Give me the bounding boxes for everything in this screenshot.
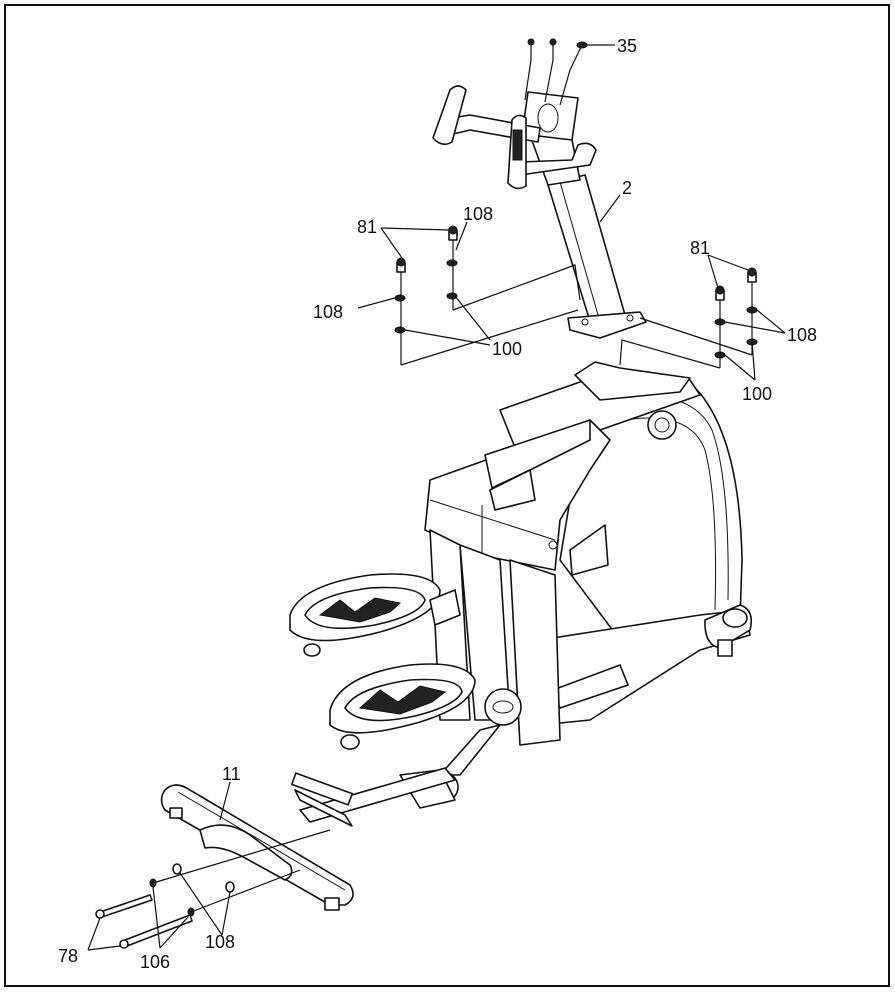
callout-100-right: 100 (742, 384, 772, 404)
bolts-35 (524, 38, 588, 106)
callout-108-left-top: 108 (463, 204, 493, 224)
callout-108-right: 108 (787, 325, 817, 345)
handlebar-right (507, 114, 597, 190)
callout-108-left: 108 (313, 302, 343, 322)
diagram-frame (4, 4, 890, 987)
pedal-left (289, 573, 461, 657)
front-stabilizer-part-11 (160, 784, 354, 911)
pedal-right (329, 663, 476, 750)
callout-2: 2 (622, 178, 632, 198)
callout-78: 78 (58, 946, 78, 966)
callout-81-right: 81 (690, 238, 710, 258)
front-rail (290, 767, 456, 827)
hardware-right-group (619, 267, 758, 369)
hardware-left-group (394, 225, 581, 366)
callout-106: 106 (140, 952, 170, 972)
callout-35: 35 (617, 36, 637, 56)
callout-81-left: 81 (357, 217, 377, 237)
main-frame-body (399, 361, 753, 809)
callout-108-front: 108 (205, 932, 235, 952)
callout-11: 11 (222, 764, 241, 784)
callout-leaders (87, 44, 786, 951)
callout-100-left: 100 (492, 339, 522, 359)
